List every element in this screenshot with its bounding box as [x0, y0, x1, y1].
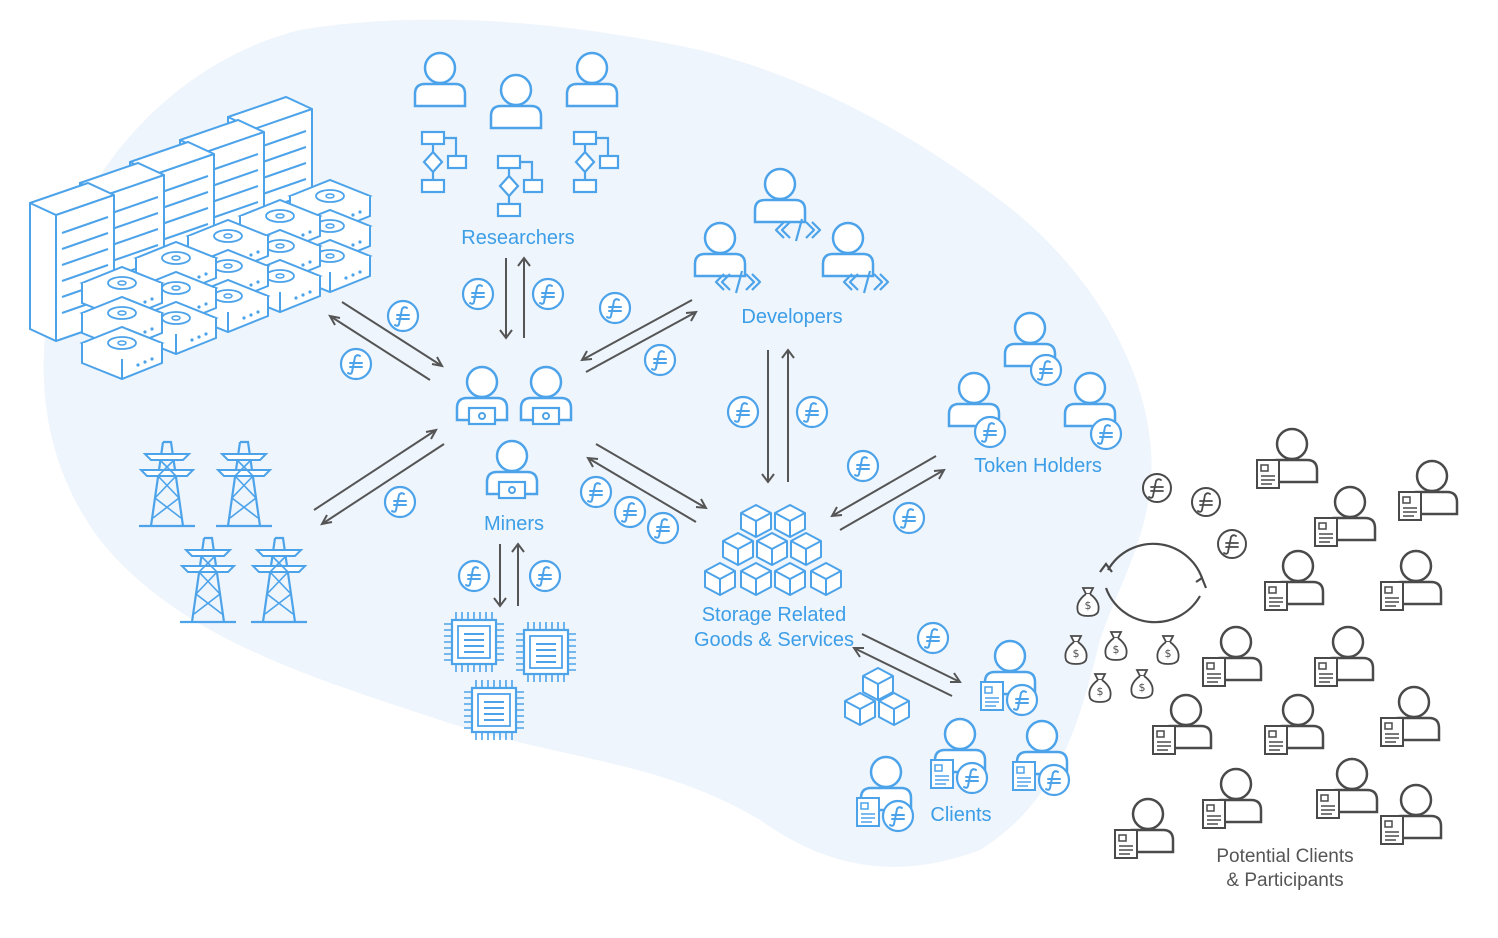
clients-label: Clients: [920, 803, 1002, 828]
developers-label: Developers: [730, 305, 854, 330]
storage-label-line1: Storage Related: [690, 603, 858, 628]
token-holders-label: Token Holders: [964, 454, 1112, 479]
researchers-label: Researchers: [452, 226, 584, 251]
miners-label: Miners: [468, 512, 560, 537]
potential-clients-label-line2: & Participants: [1196, 869, 1374, 893]
gray-tokens: [1143, 474, 1246, 558]
potential-clients-label-line1: Potential Clients: [1196, 845, 1374, 869]
storage-label-line2: Goods & Services: [682, 628, 866, 653]
